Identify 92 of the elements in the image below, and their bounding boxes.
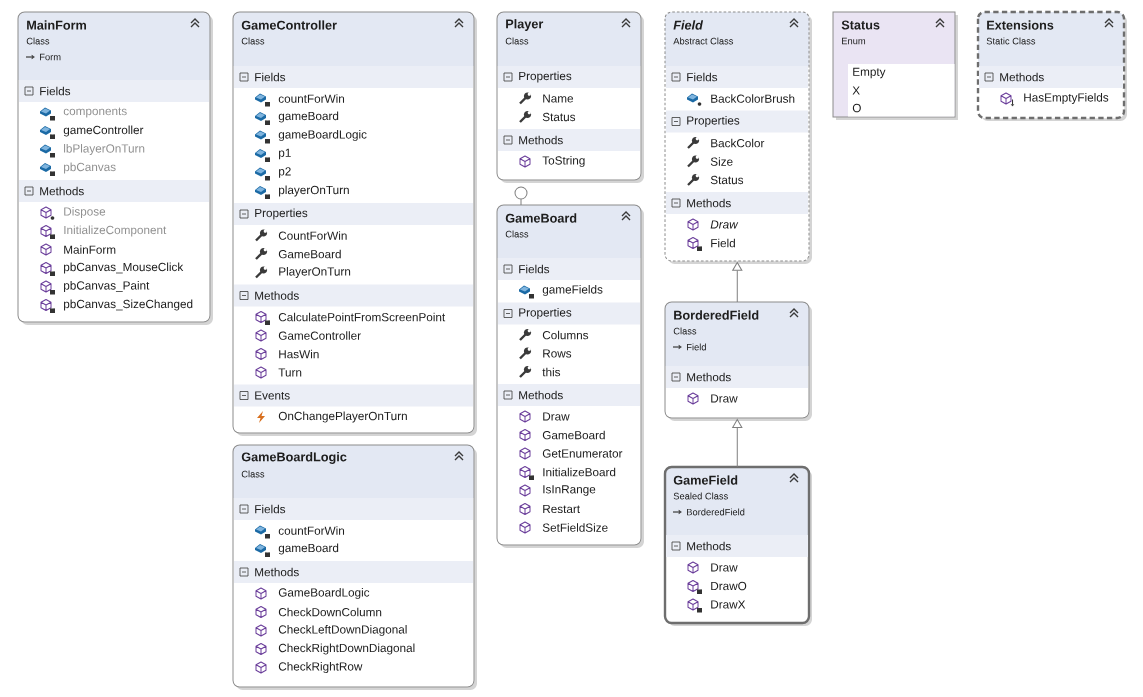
member-name: p2 <box>279 167 291 178</box>
member-name: this <box>542 367 561 377</box>
member-name: Restart <box>543 504 580 514</box>
member-name: Rows <box>543 349 572 358</box>
section-header: Properties <box>666 110 808 133</box>
member-name: GameBoardLogic <box>278 588 370 599</box>
section-header: Fields <box>19 80 209 102</box>
section-header: Methods <box>19 180 209 202</box>
class-name: Status <box>841 20 880 30</box>
section-header: Methods <box>498 384 640 406</box>
member-name: BackColor <box>711 138 765 148</box>
member-name: InitializeBoard <box>543 467 616 477</box>
section-header: Methods <box>666 366 808 388</box>
member-name: OnChangePlayerOnTurn <box>278 411 407 423</box>
section-header: Fields <box>234 66 473 88</box>
member-name: Status <box>542 112 576 122</box>
member-name: gameBoard <box>278 111 339 123</box>
section-header: Properties <box>498 302 640 325</box>
member-name: Size <box>710 157 733 166</box>
member-name: gameFields <box>542 285 603 296</box>
section-header: Methods <box>498 129 640 151</box>
class-name: GameController <box>241 20 337 30</box>
member-name: gameBoardLogic <box>278 130 367 141</box>
member-name: BackColorBrush <box>711 94 795 103</box>
member-name: MainForm <box>64 245 116 254</box>
section-header: Events <box>234 384 473 407</box>
member-name: lbPlayerOnTurn <box>64 144 145 155</box>
member-name: Columns <box>542 330 589 340</box>
member-name: GameBoard <box>542 430 605 440</box>
member-name: IsInRange <box>543 485 596 496</box>
member-name: Name <box>543 94 574 103</box>
member-name: Draw <box>543 412 570 421</box>
member-name: Draw <box>711 394 738 403</box>
member-name: CheckDownColumn <box>278 607 382 617</box>
member-name: gameController <box>63 125 144 137</box>
inheritance-arrow <box>732 262 743 303</box>
member-name: SetFieldSize <box>542 523 608 532</box>
member-name: ToString <box>542 156 585 167</box>
class-kind: Class <box>241 37 265 45</box>
enum-value: O <box>852 103 861 113</box>
member-name: components <box>63 107 127 118</box>
base-class: Field <box>687 343 706 351</box>
section-header: Fields <box>234 498 473 520</box>
class-name: BorderedField <box>674 310 759 320</box>
class-name: Field <box>673 20 704 30</box>
class-kind: Abstract Class <box>673 37 734 45</box>
member-name: CheckRightDownDiagonal <box>278 643 415 655</box>
member-name: HasWin <box>279 349 319 359</box>
class-kind: Class <box>505 37 529 45</box>
member-name: pbCanvas_SizeChanged <box>64 299 193 311</box>
class-kind: Enum <box>842 37 866 45</box>
class-kind: Class <box>673 327 697 335</box>
member-name: GameController <box>278 331 361 340</box>
class-name: MainForm <box>27 20 86 30</box>
section-header: Methods <box>666 192 808 214</box>
section-header: Fields <box>666 66 808 88</box>
member-name: GetEnumerator <box>542 449 623 458</box>
member-name: playerOnTurn <box>279 185 349 197</box>
member-name: GameBoard <box>278 249 341 259</box>
section-header: Properties <box>234 203 473 225</box>
member-name: Field <box>711 238 735 248</box>
base-class: Form <box>40 53 61 61</box>
member-name: Status <box>710 175 744 185</box>
class-kind: Class <box>26 37 50 45</box>
member-name: Turn <box>278 368 302 377</box>
member-name: pbCanvas <box>64 162 116 174</box>
class-kind: Class <box>241 470 265 478</box>
class-name: Player <box>506 19 544 31</box>
member-name: Dispose <box>64 207 106 218</box>
member-name: PlayerOnTurn <box>279 267 351 278</box>
member-name: CheckRightRow <box>278 662 363 673</box>
member-name: CheckLeftDownDiagonal <box>278 625 407 636</box>
member-name: countForWin <box>278 94 344 103</box>
section-header: Methods <box>234 284 473 307</box>
member-name: CalculatePointFromScreenPoint <box>278 312 446 322</box>
member-name: countForWin <box>278 526 344 535</box>
member-name: pbCanvas_MouseClick <box>64 262 184 274</box>
member-name: gameBoard <box>278 543 339 555</box>
member-name: InitializeComponent <box>64 225 167 237</box>
section-header: Properties <box>498 66 640 88</box>
section-header: Methods <box>234 561 473 583</box>
inheritance-arrow <box>732 419 743 468</box>
section-header: Fields <box>498 258 640 280</box>
class-name: GameBoardLogic <box>241 452 347 464</box>
enum-value: X <box>852 86 860 95</box>
class-kind: Class <box>505 230 529 238</box>
class-name: GameBoard <box>505 213 577 223</box>
member-name: CountForWin <box>278 231 347 240</box>
member-name: p1 <box>279 148 291 160</box>
enum-value: Empty <box>853 67 886 79</box>
member-name: Draw <box>710 220 739 229</box>
member-name: pbCanvas_Paint <box>64 281 150 292</box>
